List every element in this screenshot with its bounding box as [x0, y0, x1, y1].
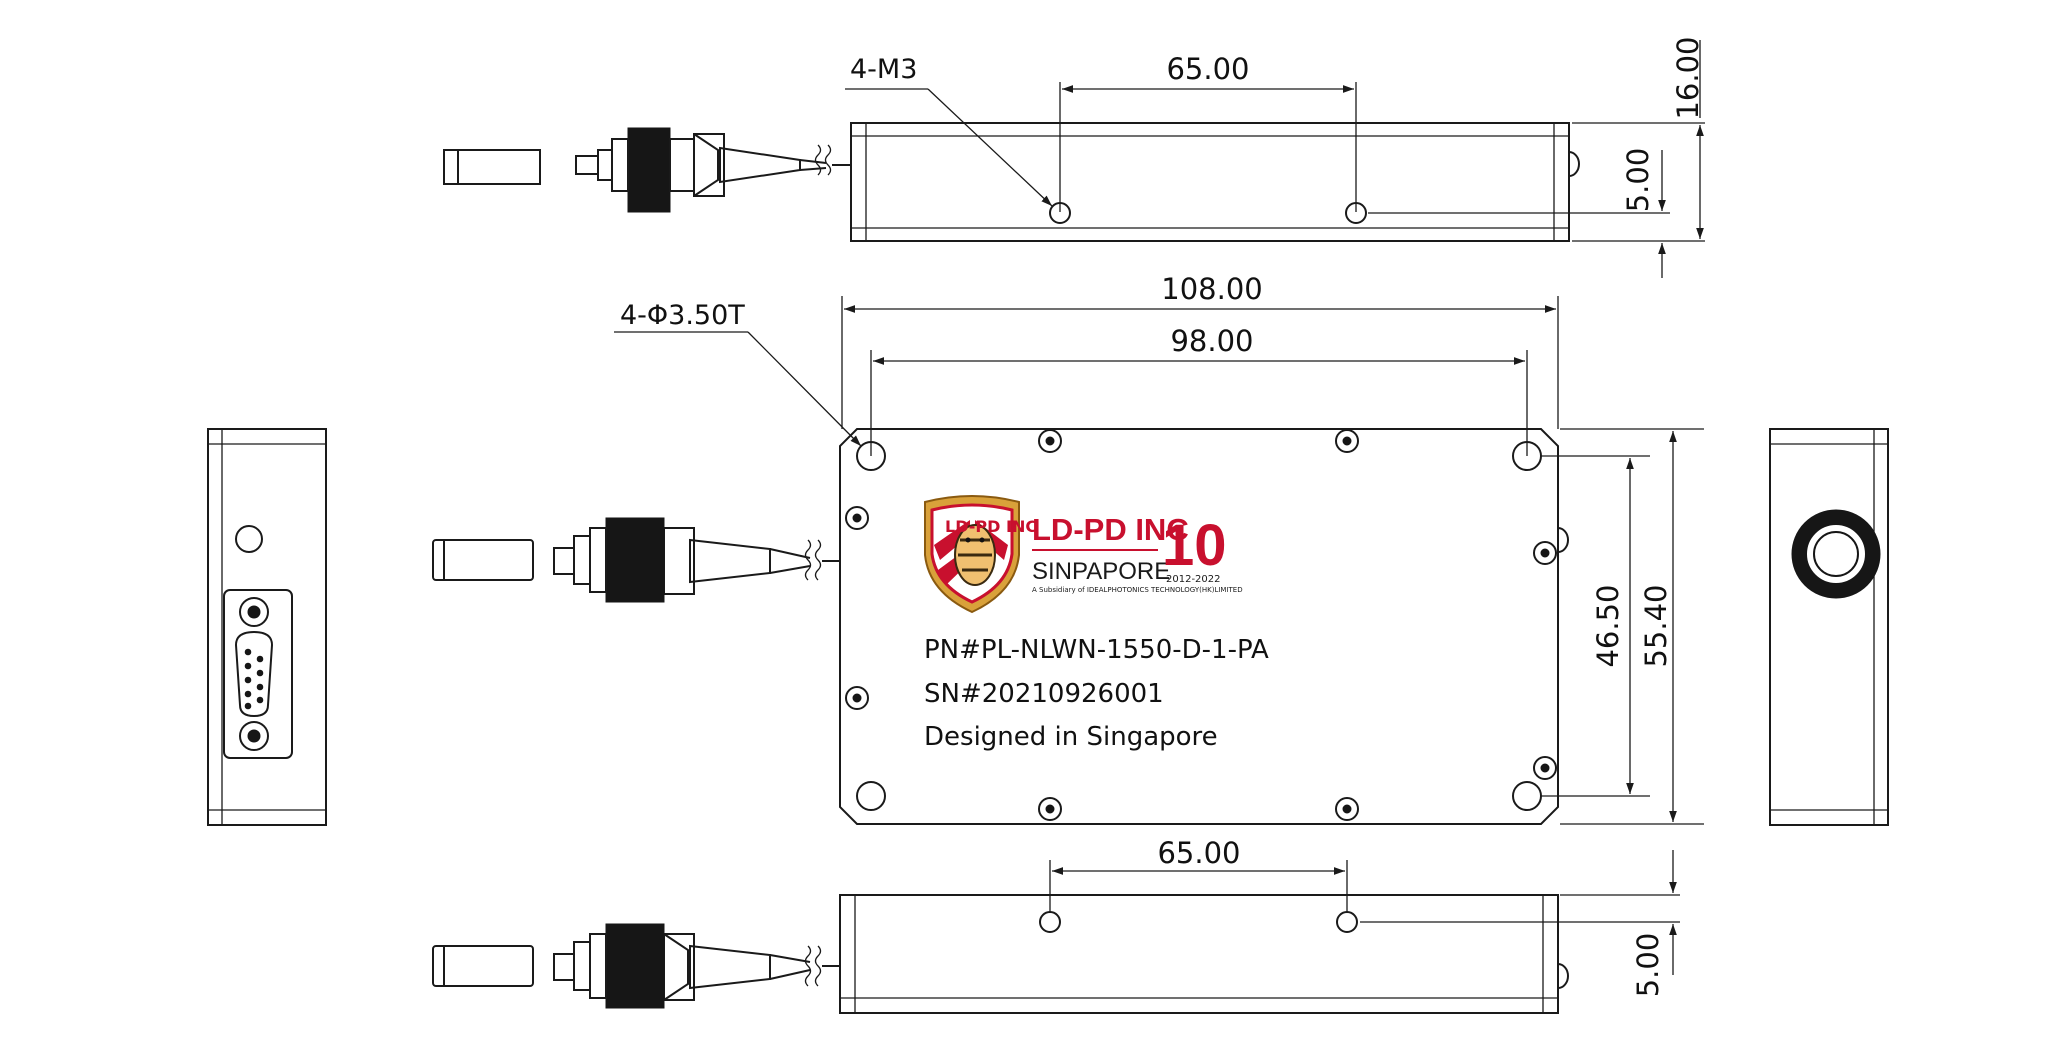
connector-nut	[605, 517, 665, 603]
top-view: 65.00 4-M3 16.00 5.00	[443, 36, 1705, 278]
dim-top-height: 16.00	[1671, 36, 1705, 119]
dust-cap	[432, 539, 534, 581]
anniversary-years: 2012-2022	[1166, 574, 1221, 585]
dust-cap	[432, 945, 534, 987]
callout-top-thread: 4-M3	[850, 54, 917, 85]
dust-cap	[443, 149, 541, 185]
top-view-body	[850, 122, 1570, 242]
brand-logo: LD-PD INC LD-PD INC SINPAPORE 10 2012-20…	[924, 495, 1243, 614]
dim-overall-width: 55.40	[1639, 584, 1673, 667]
dim-bottom-hole-offset: 5.00	[1631, 933, 1665, 998]
anniversary-number: 10	[1162, 513, 1227, 578]
right-side-body	[1769, 428, 1889, 826]
connector-nut	[605, 923, 665, 1009]
dim-bottom-hole-spacing: 65.00	[1157, 836, 1240, 870]
logo-shield-text: LD-PD INC	[945, 517, 1037, 536]
bottom-thread-hole	[1336, 911, 1358, 933]
plan-view-body	[839, 428, 1559, 825]
dim-mount-spacing-y: 46.50	[1591, 584, 1625, 667]
dim-top-hole-offset: 5.00	[1621, 148, 1655, 213]
left-side-view	[207, 428, 327, 826]
mount-hole	[856, 781, 886, 811]
origin-text: Designed in Singapore	[924, 722, 1218, 752]
mount-hole	[1512, 781, 1542, 811]
dim-top-hole-spacing: 65.00	[1166, 52, 1249, 86]
dim-mount-spacing-x: 98.00	[1170, 324, 1253, 358]
brand-location: SINPAPORE	[1032, 558, 1170, 585]
dim-overall-length: 108.00	[1161, 272, 1262, 306]
plan-view: LD-PD INC LD-PD INC SINPAPORE 10 2012-20…	[432, 272, 1704, 825]
serial-number: SN#20210926001	[924, 679, 1164, 709]
right-side-view	[1769, 428, 1889, 826]
callout-mount-holes: 4-Φ3.50T	[620, 300, 745, 331]
bottom-view-body	[839, 894, 1559, 1014]
left-side-body	[207, 428, 327, 826]
bottom-view: 65.00 5.00	[432, 836, 1680, 1014]
part-number: PN#PL-NLWN-1550-D-1-PA	[924, 635, 1269, 665]
bottom-thread-hole	[1039, 911, 1061, 933]
subsidiary-line: A Subsidiary of IDEALPHOTONICS TECHNOLOG…	[1032, 586, 1243, 594]
lid-screws	[845, 429, 1557, 821]
connector-nut	[627, 127, 671, 213]
db9-connector	[223, 589, 293, 759]
brand-name: LD-PD INC	[1032, 512, 1189, 547]
